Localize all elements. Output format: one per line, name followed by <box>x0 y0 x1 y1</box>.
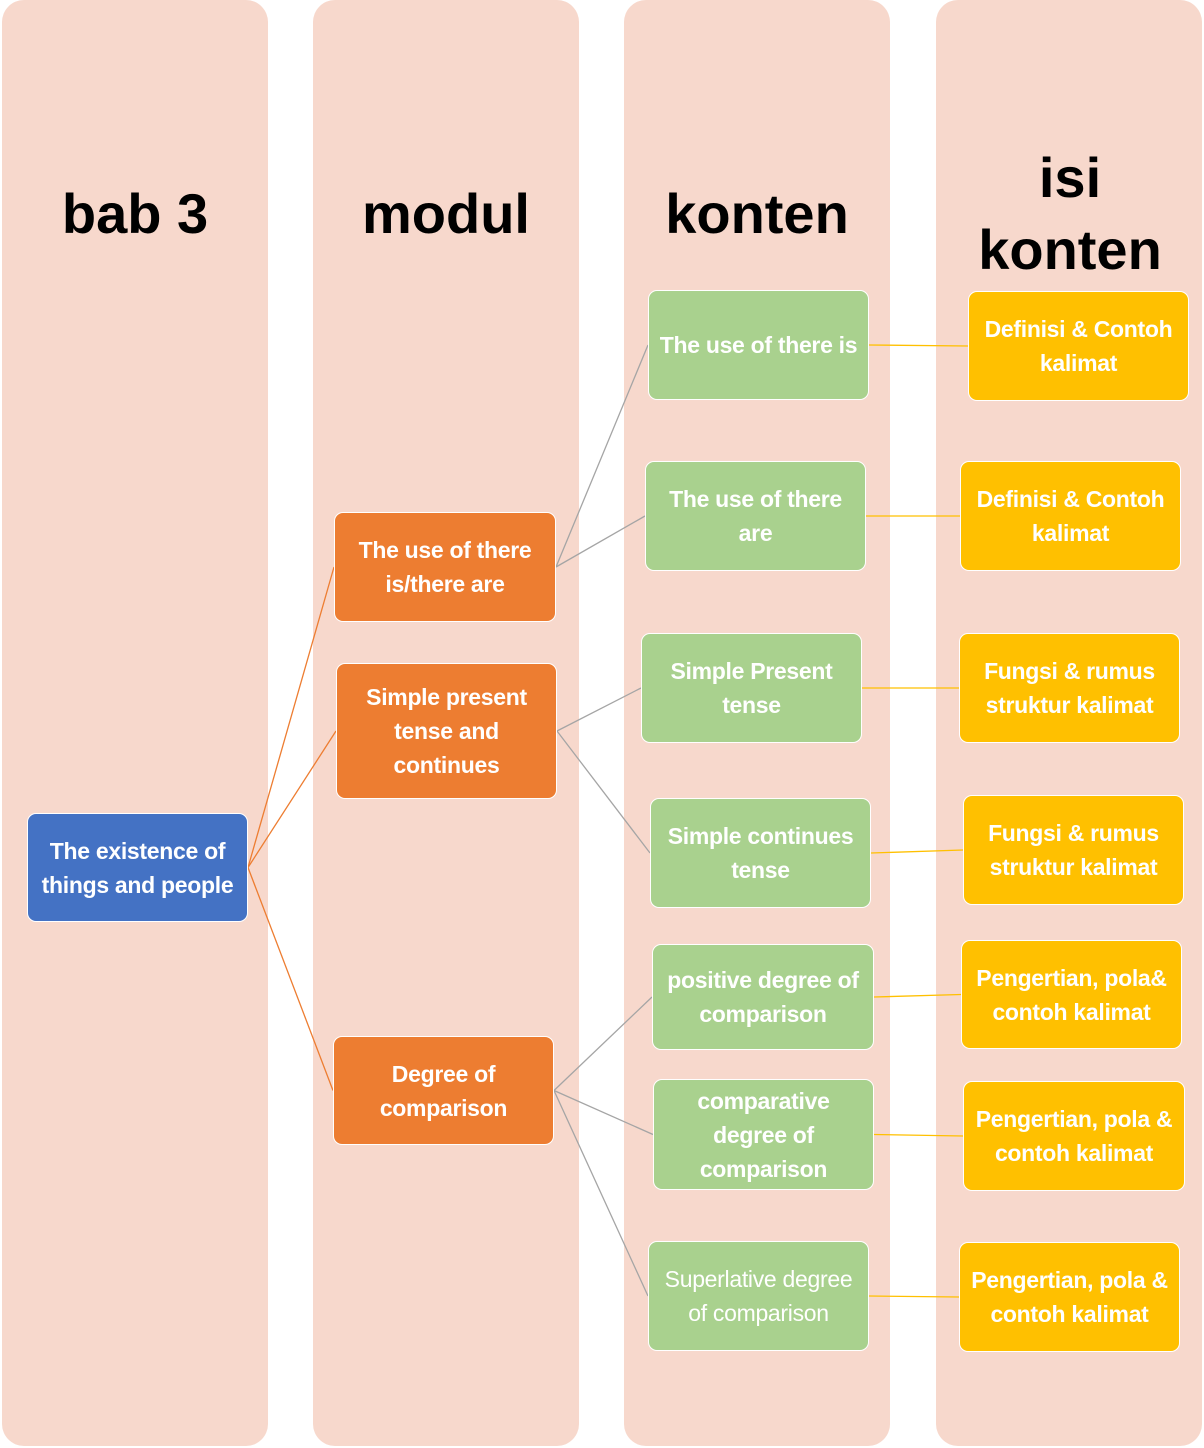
content-to-detail-link <box>873 1133 964 1137</box>
content-to-detail-link <box>868 1295 960 1298</box>
module-to-content-link <box>553 996 653 1091</box>
detail-node: Fungsi & rumus struktur kalimat <box>963 795 1184 905</box>
content-node: The use of there are <box>645 461 866 571</box>
header-bab: bab 3 <box>61 182 209 245</box>
root-to-module-link <box>247 566 335 868</box>
module-to-content-link <box>556 687 642 732</box>
content-node: positive degree of comparison <box>652 944 874 1050</box>
header-modul: modul <box>362 182 530 245</box>
detail-node: Definisi & Contoh kalimat <box>968 291 1189 401</box>
header-isi-konten: isi konten <box>978 146 1162 281</box>
content-to-detail-link <box>873 993 962 998</box>
module-node: The use of there is/there are <box>334 512 556 622</box>
header-konten: konten <box>665 182 849 245</box>
module-to-content-link <box>555 515 646 568</box>
module-to-content-link <box>553 1089 654 1136</box>
content-node: Simple continues tense <box>650 798 871 908</box>
detail-node: Pengertian, pola & contoh kalimat <box>959 1242 1180 1352</box>
content-node: Simple Present tense <box>641 633 862 743</box>
detail-node: Definisi & Contoh kalimat <box>960 461 1181 571</box>
module-to-content-link <box>556 730 651 854</box>
module-to-content-link <box>555 344 649 568</box>
column-bab <box>2 0 268 1446</box>
module-node: Simple present tense and continues <box>336 663 557 799</box>
content-node: Superlative degree of comparison <box>648 1241 869 1351</box>
content-node: comparative degree of comparison <box>653 1079 874 1190</box>
root-node: The existence of things and people <box>27 813 248 922</box>
module-to-content-link <box>553 1090 649 1297</box>
detail-node: Pengertian, pola & contoh kalimat <box>963 1081 1185 1191</box>
root-to-module-link <box>247 867 334 1091</box>
detail-node: Fungsi & rumus struktur kalimat <box>959 633 1180 743</box>
content-to-detail-link <box>870 849 964 854</box>
content-node: The use of there is <box>648 290 869 400</box>
module-node: Degree of comparison <box>333 1036 554 1145</box>
content-to-detail-link <box>868 344 969 347</box>
detail-node: Pengertian, pola& contoh kalimat <box>961 940 1182 1049</box>
root-to-module-link <box>247 730 337 868</box>
